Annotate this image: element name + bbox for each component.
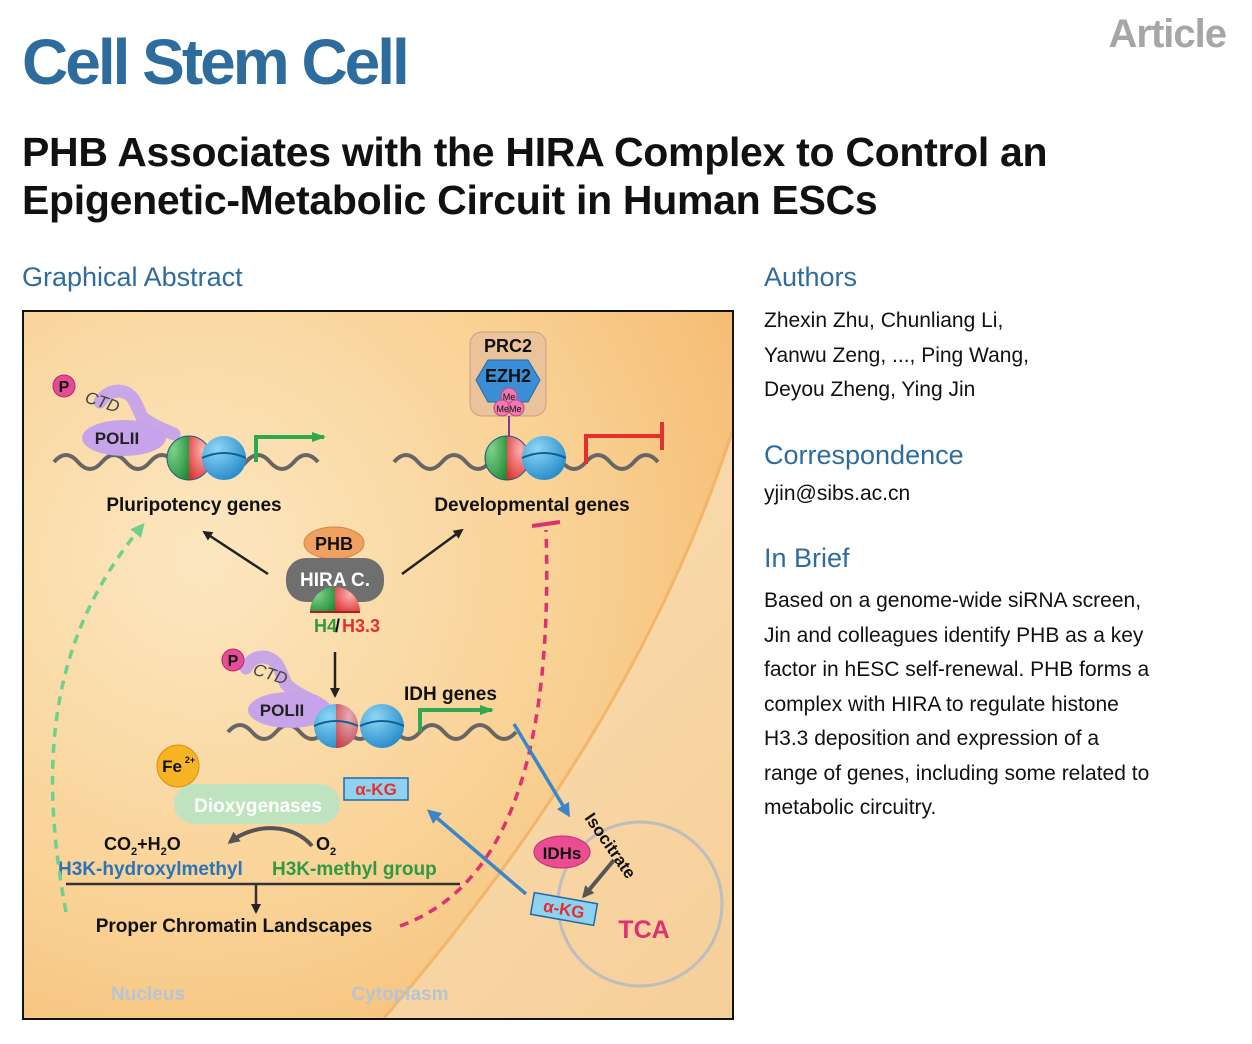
authors-heading: Authors xyxy=(764,262,858,292)
in-brief-line: Based on a genome-wide siRNA screen, xyxy=(764,589,1142,612)
developmental-gene-group: PRC2 EZH2 Me MeMe Developmental genes xyxy=(392,331,664,516)
phospho-label: P xyxy=(228,653,239,670)
idh-gene-group: P CTD POLII IDH genes xyxy=(221,648,518,748)
arrow-to-dioxygenases xyxy=(426,809,528,896)
o2-label: O2 xyxy=(316,834,336,858)
me-label: Me xyxy=(503,392,516,402)
in-brief-line: Jin and colleagues identify PHB as a key xyxy=(764,623,1144,647)
methyl-group-label: H3K-methyl group xyxy=(272,859,437,880)
hira-label: HIRA C. xyxy=(300,570,370,591)
repressed-transcription-bar xyxy=(584,434,662,464)
co2-label: CO2+H2O xyxy=(104,834,181,858)
dioxygenase-group: Fe 2+ Dioxygenases α-KG CO2+H2O O2 H3K-h… xyxy=(58,744,460,937)
article-type-label: Article xyxy=(1108,12,1227,56)
polii-label: POLII xyxy=(260,701,304,720)
idhs-label: IDHs xyxy=(543,844,582,863)
ezh2-label: EZH2 xyxy=(485,366,531,386)
article-title: PHB Associates with the HIRA Complex to … xyxy=(22,128,1242,224)
journal-name: Cell Stem Cell xyxy=(22,26,410,98)
polii-label: POLII xyxy=(95,429,139,448)
arrow-to-pluripotency xyxy=(202,530,269,576)
prc2-label: PRC2 xyxy=(484,336,532,356)
arrow-to-developmental xyxy=(401,528,464,576)
iron-icon xyxy=(156,744,200,788)
polii-complex xyxy=(82,420,166,456)
akg-label: α-KG xyxy=(355,780,397,799)
polii-complex xyxy=(248,692,332,728)
pluripotency-genes-label: Pluripotency genes xyxy=(106,495,281,516)
in-brief-line: metabolic circuitry. xyxy=(764,796,937,819)
authors-line-1: Zhexin Zhu, Chunliang Li, xyxy=(764,309,1004,332)
phb-label: PHB xyxy=(315,534,353,554)
correspondence-email[interactable]: yjin@sibs.ac.cn xyxy=(764,482,911,505)
pluripotency-feedback-arrow xyxy=(50,522,145,913)
akg-box xyxy=(529,891,599,927)
idh-genes-label: IDH genes xyxy=(404,684,497,705)
cytoplasm-label: Cytoplasm xyxy=(351,984,448,1005)
authors-line-2: Yanwu Zeng, ..., Ping Wang, xyxy=(764,343,1029,367)
graphical-abstract-heading: Graphical Abstract xyxy=(22,262,243,292)
hira-complex xyxy=(286,558,384,602)
nucleosome xyxy=(522,436,566,480)
nucleosome xyxy=(202,436,246,480)
dioxygenases-enzyme xyxy=(174,784,340,824)
meme-label: MeMe xyxy=(496,404,521,414)
reaction-arrow xyxy=(227,826,314,848)
methyl-mark xyxy=(507,399,525,417)
h33-label: H3.3 xyxy=(342,616,380,636)
arrow-to-idhs xyxy=(512,723,571,818)
phospho-icon xyxy=(221,648,245,672)
ctd-tail xyxy=(93,384,181,441)
nucleosome xyxy=(360,704,404,748)
in-brief-line: complex with HIRA to regulate histone xyxy=(764,692,1119,716)
phospho-label: P xyxy=(59,379,70,396)
nucleus-label: Nucleus xyxy=(111,984,185,1005)
pluripotency-gene-group: P CTD POLII Pluripotency genes xyxy=(52,374,326,516)
developmental-genes-label: Developmental genes xyxy=(434,495,629,516)
hydroxymethyl-label: H3K-hydroxylmethyl xyxy=(58,859,243,880)
in-brief-line: factor in hESC self-renewal. PHB forms a xyxy=(764,658,1150,681)
authors-line-3: Deyou Zheng, Ying Jin xyxy=(764,378,976,401)
active-transcription-arrow xyxy=(418,705,494,732)
tca-label: TCA xyxy=(618,916,669,944)
phospho-icon xyxy=(52,374,76,398)
slash-label: / xyxy=(335,616,340,636)
nucleus-region xyxy=(24,312,732,1018)
arrow-to-akg xyxy=(582,858,616,899)
chromatin-label: Proper Chromatin Landscapes xyxy=(96,916,373,937)
phb-hira-complex: PHB HIRA C. H4 / H3.3 xyxy=(202,526,464,698)
active-transcription-arrow xyxy=(254,432,326,462)
developmental-repression-arrow xyxy=(399,529,549,928)
authors-list: Zhexin Zhu, Chunliang Li, Yanwu Zeng, ..… xyxy=(764,304,1029,408)
title-line-2: Epigenetic-Metabolic Circuit in Human ES… xyxy=(22,177,878,223)
in-brief-line: range of genes, including some related t… xyxy=(764,761,1150,785)
title-line-1: PHB Associates with the HIRA Complex to … xyxy=(22,129,1048,175)
in-brief-line: H3.3 deposition and expression of a xyxy=(764,727,1100,750)
idhs-enzyme xyxy=(533,835,591,869)
graphical-abstract-figure: P CTD POLII Pluripotency genes PRC2 EZH2… xyxy=(22,310,734,1020)
h4-label: H4 xyxy=(314,616,337,636)
in-brief-heading: In Brief xyxy=(764,543,850,573)
fe-charge-label: 2+ xyxy=(185,755,195,765)
akg-box xyxy=(343,777,409,801)
ezh2-icon xyxy=(475,359,541,403)
correspondence-heading: Correspondence xyxy=(764,440,964,470)
in-brief-text: Based on a genome-wide siRNA screen, Jin… xyxy=(764,584,1149,826)
dioxygenases-label: Dioxygenases xyxy=(194,796,322,817)
fe-label: Fe xyxy=(162,757,182,776)
